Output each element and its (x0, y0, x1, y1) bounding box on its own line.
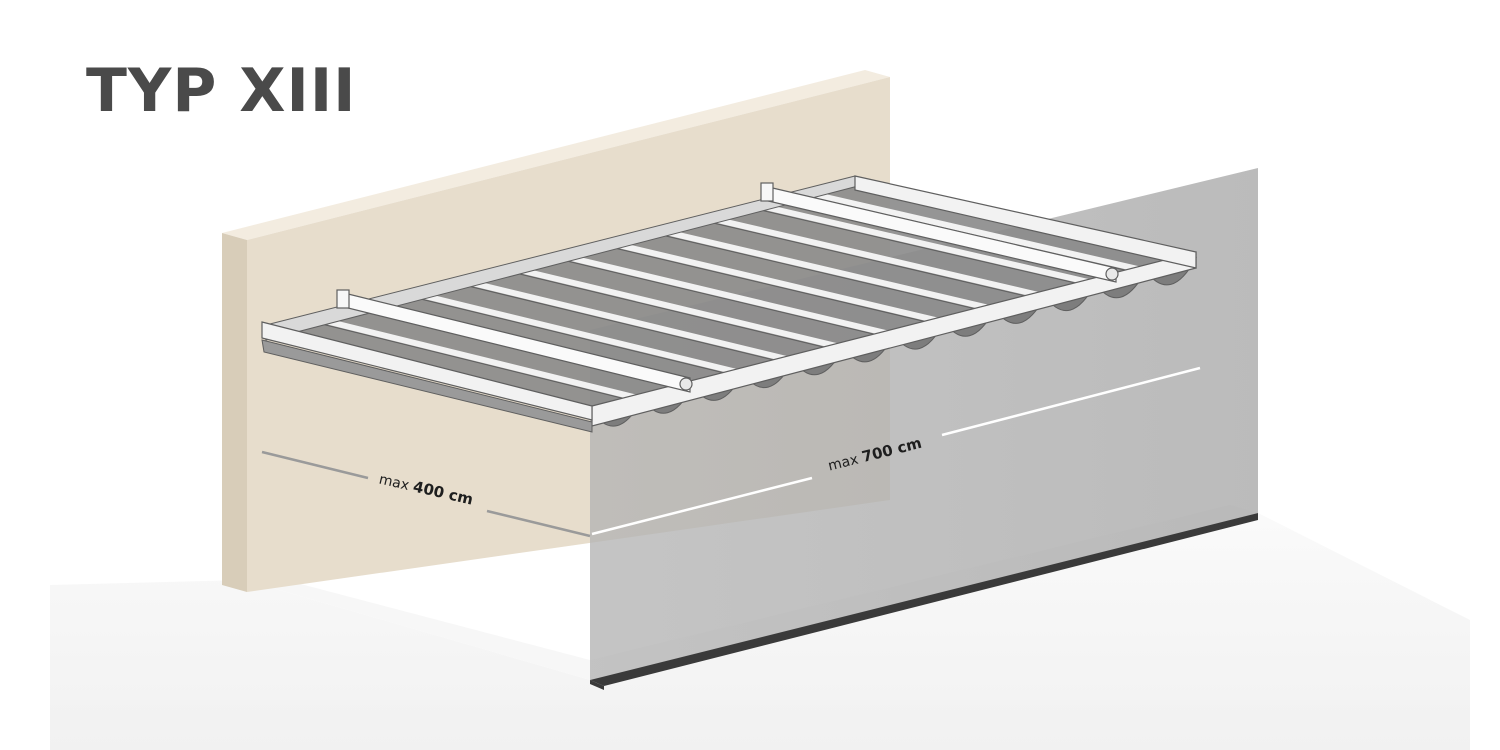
depth-dimension-line-left (261, 450, 369, 480)
canopy-rafter (508, 264, 845, 351)
rafter-shadow-edge (459, 283, 794, 366)
guide-rail-end-cap (336, 289, 350, 309)
rafter-shadow-edge (410, 296, 744, 378)
guide-rail-end-cap (760, 182, 774, 202)
canopy-rafter (656, 227, 996, 313)
left-side-rail (261, 321, 593, 421)
depth-dimension-line-right (486, 509, 591, 538)
width-dimension-prefix: max (827, 452, 860, 475)
rafter-shadow-edge (706, 221, 1046, 301)
depth-dimension-prefix: max (377, 472, 410, 494)
pergola-canopy (261, 175, 1197, 433)
width-dimension-line-left (591, 476, 813, 536)
canopy-rafter (755, 202, 1097, 287)
width-dimension-line-right (941, 366, 1201, 437)
rafter-shadow-edge (756, 208, 1096, 289)
canopy-rafter (706, 214, 1046, 300)
right-side-rail (854, 175, 1197, 269)
rafter-shadow-edge (311, 321, 643, 404)
canopy-rafter (607, 239, 946, 326)
canopy-rafter (458, 277, 795, 364)
rail-bracket (679, 377, 693, 391)
rafter-shadow-edge (607, 246, 945, 327)
rafter-shadow-edge (508, 271, 844, 353)
page-title: TYP XIII (86, 56, 357, 126)
canopy-rafter (310, 314, 644, 403)
canopy-rafter (557, 252, 895, 338)
cassette (261, 339, 593, 433)
rafter-shadow-edge (558, 258, 895, 340)
canopy-rafter (409, 289, 744, 377)
rail-bracket (1105, 267, 1119, 281)
rafter-shadow-edge (657, 233, 995, 314)
floor (50, 505, 1470, 750)
canopy-rafter (804, 189, 1147, 274)
